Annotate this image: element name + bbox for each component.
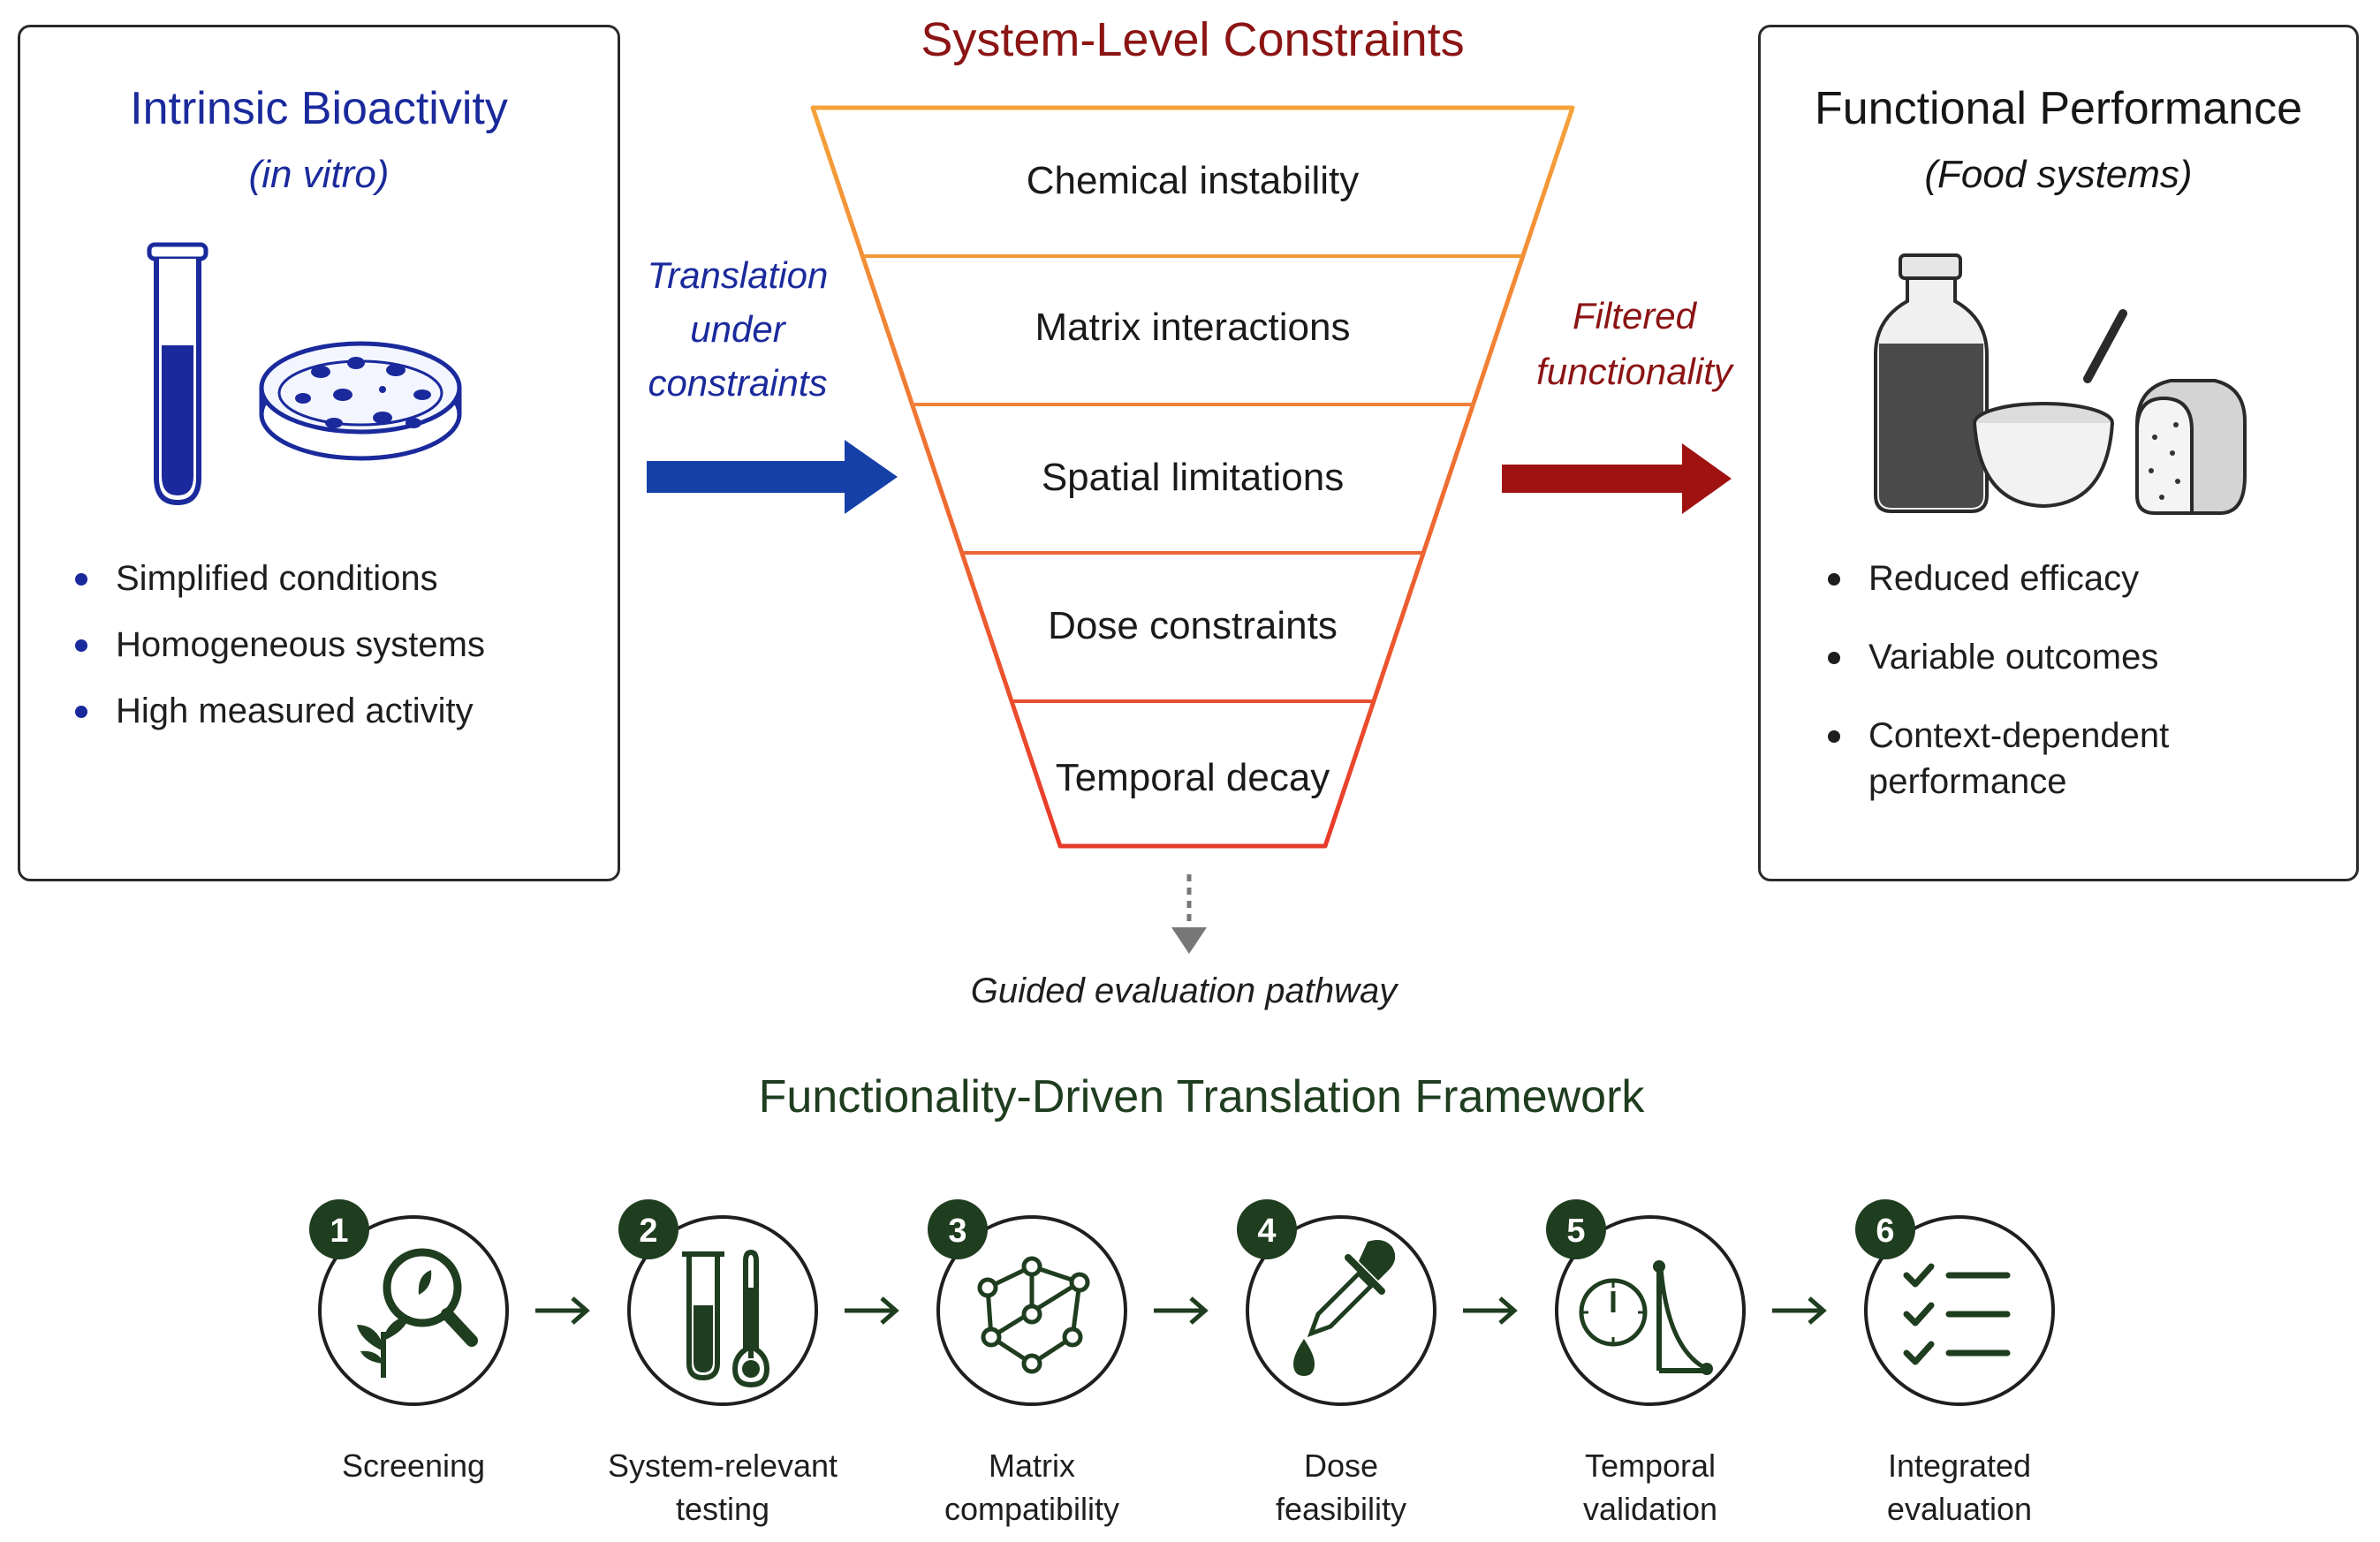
funnel-layer-spatial: Spatial limitations [1041,456,1345,499]
step-5-temporal: 5 [1546,1199,1746,1406]
petri-dish-icon [259,341,462,461]
left-bullet-list: Simplified conditions Homogeneous system… [75,556,485,735]
filtered-functionality-label: Filtered functionality [1536,295,1732,392]
arrow-right-icon [1772,1296,1827,1325]
checklist-icon [1903,1263,2011,1365]
functional-performance-title: Functional Performance [1814,83,2303,134]
down-arrow-icon [1171,874,1207,954]
magnifier-plant-icon [357,1248,478,1378]
arrow-right-icon [1463,1296,1518,1325]
step-number: 6 [1876,1213,1894,1250]
arrow-right-icon [845,1296,899,1325]
step-number: 2 [639,1213,657,1250]
funnel-layer-temporal: Temporal decay [1055,756,1330,799]
food-items-icon [1874,253,2247,515]
step-3-matrix: 3 [928,1199,1127,1406]
list-item: Homogeneous systems [75,622,485,669]
constraints-title: System-Level Constraints [921,13,1465,66]
step-1-label: Screening [341,1448,486,1484]
test-tube-thermometer-icon [682,1249,770,1388]
funnel-layer-chemical: Chemical instability [1026,159,1360,202]
step-2-testing: 2 [618,1199,818,1406]
translation-label: Translation under constraints [647,254,829,404]
pathway-label: Guided evaluation pathway [970,971,1398,1010]
intrinsic-bioactivity-panel: Intrinsic Bioactivity (in vitro) Simplif… [18,25,620,881]
step-number: 1 [330,1213,348,1250]
constraints-funnel [810,105,1575,849]
in-vitro-subtitle: (in vitro) [248,153,390,196]
step-4-dose: 4 [1237,1199,1436,1406]
step-6-integrated: 6 [1855,1199,2055,1406]
step-number: 3 [948,1213,966,1250]
funnel-layer-dose: Dose constraints [1048,604,1338,647]
filtered-arrow-icon [1502,443,1732,514]
list-item: Variable outcomes [1828,634,2169,681]
funnel-layer-matrix: Matrix interactions [1035,306,1351,349]
food-systems-subtitle: (Food systems) [1924,153,2193,196]
list-item: Reduced efficacy [1828,556,2169,602]
clock-decay-icon [1579,1260,1713,1375]
functional-performance-panel: Functional Performance (Food systems) Re… [1758,25,2359,881]
arrow-right-icon [535,1296,590,1325]
right-bullet-list: Reduced efficacy Variable outcomes Conte… [1828,556,2169,806]
arrow-right-icon [1154,1296,1209,1325]
framework-title: Functionality-Driven Translation Framewo… [758,1071,1645,1122]
network-nodes-icon [977,1256,1090,1374]
test-tube-icon [147,242,208,506]
step-number: 5 [1566,1213,1585,1250]
list-item: High measured activity [75,688,485,735]
dropper-icon [1293,1240,1396,1376]
translation-arrow-icon [647,440,898,514]
intrinsic-bioactivity-title: Intrinsic Bioactivity [130,83,508,134]
step-number: 4 [1257,1213,1276,1250]
step-1-screening: 1 [309,1199,509,1406]
list-item: Simplified conditions [75,556,485,602]
